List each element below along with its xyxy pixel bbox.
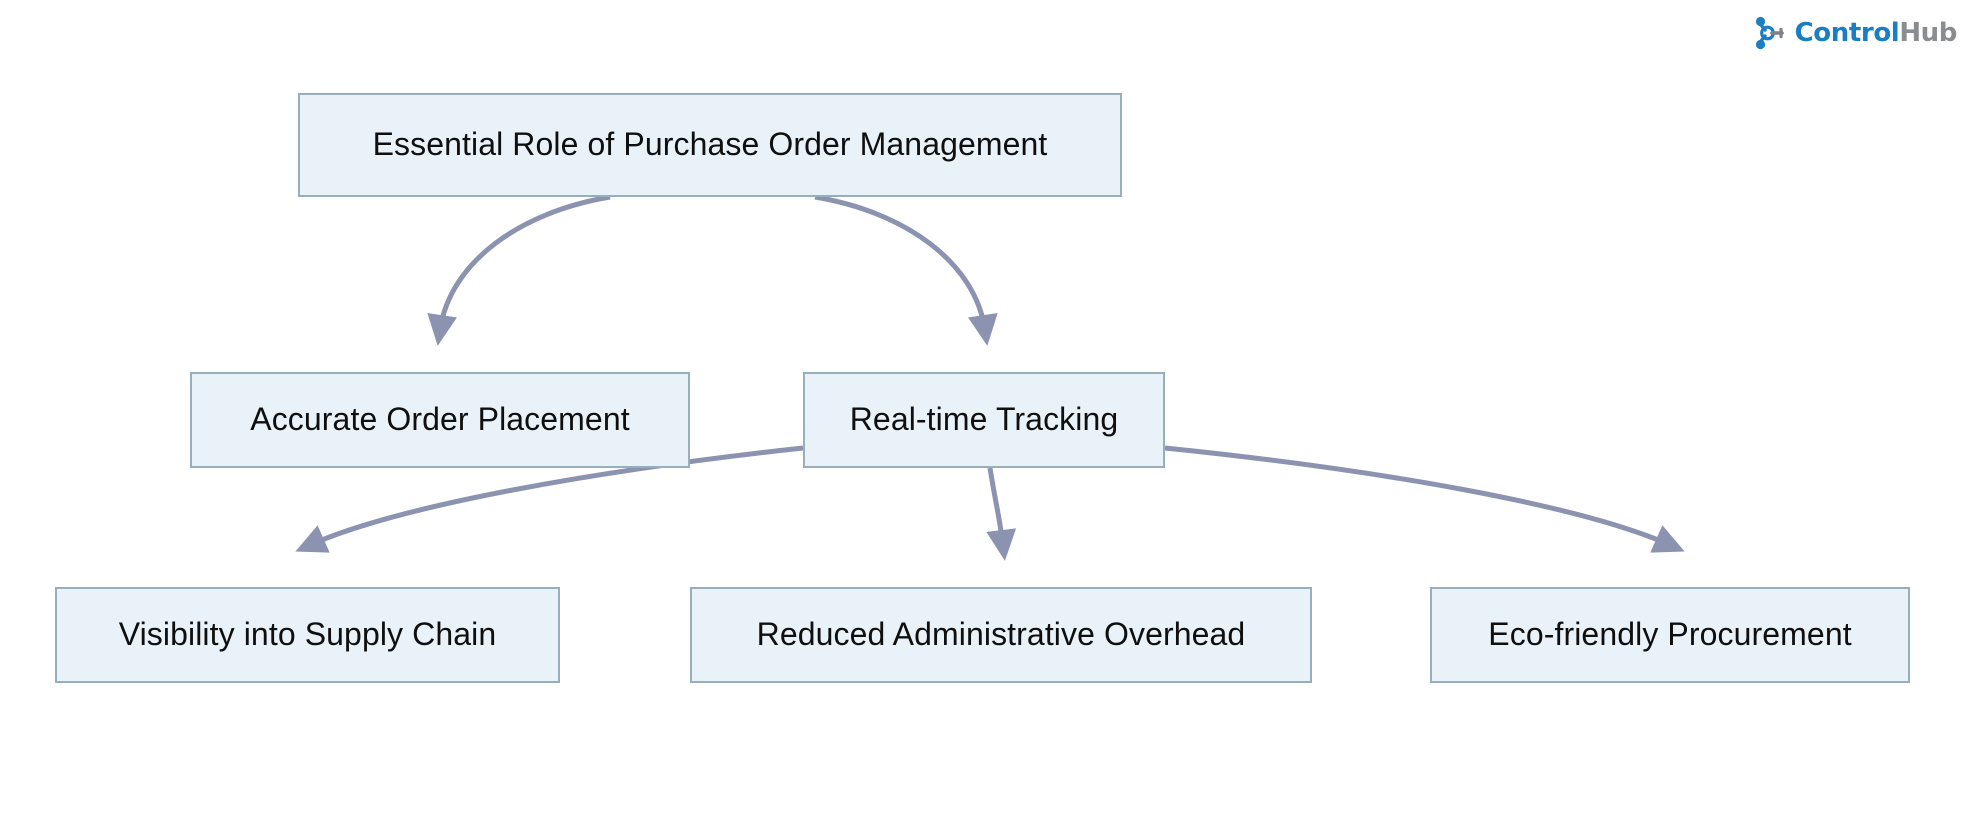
node-accurate-order-placement-label: Accurate Order Placement xyxy=(250,401,630,438)
edge-realtime-to-reduced xyxy=(986,467,1017,561)
node-root-label: Essential Role of Purchase Order Managem… xyxy=(372,126,1048,163)
node-real-time-tracking-label: Real-time Tracking xyxy=(849,401,1119,438)
brand-wordmark: ControlHub xyxy=(1794,18,1958,48)
node-real-time-tracking[interactable]: Real-time Tracking xyxy=(803,372,1165,468)
node-reduced-administrative-overhead-label: Reduced Administrative Overhead xyxy=(756,616,1246,653)
edge-realtime-to-eco xyxy=(1164,445,1685,553)
node-root[interactable]: Essential Role of Purchase Order Managem… xyxy=(298,93,1122,197)
node-eco-friendly-procurement[interactable]: Eco-friendly Procurement xyxy=(1430,587,1910,683)
node-reduced-administrative-overhead[interactable]: Reduced Administrative Overhead xyxy=(690,587,1312,683)
network-node-icon xyxy=(1755,16,1784,50)
node-eco-friendly-procurement-label: Eco-friendly Procurement xyxy=(1488,616,1852,653)
edge-root-to-accurate xyxy=(427,194,611,346)
node-visibility-into-supply-chain-label: Visibility into Supply Chain xyxy=(118,616,497,653)
brand-name-control: Control xyxy=(1794,18,1900,48)
edge-root-to-realtime xyxy=(814,194,998,346)
brand-logo[interactable]: ControlHub xyxy=(1752,16,1957,50)
brand-name-hub: Hub xyxy=(1899,18,1957,48)
node-visibility-into-supply-chain[interactable]: Visibility into Supply Chain xyxy=(55,587,560,683)
node-accurate-order-placement[interactable]: Accurate Order Placement xyxy=(190,372,690,468)
